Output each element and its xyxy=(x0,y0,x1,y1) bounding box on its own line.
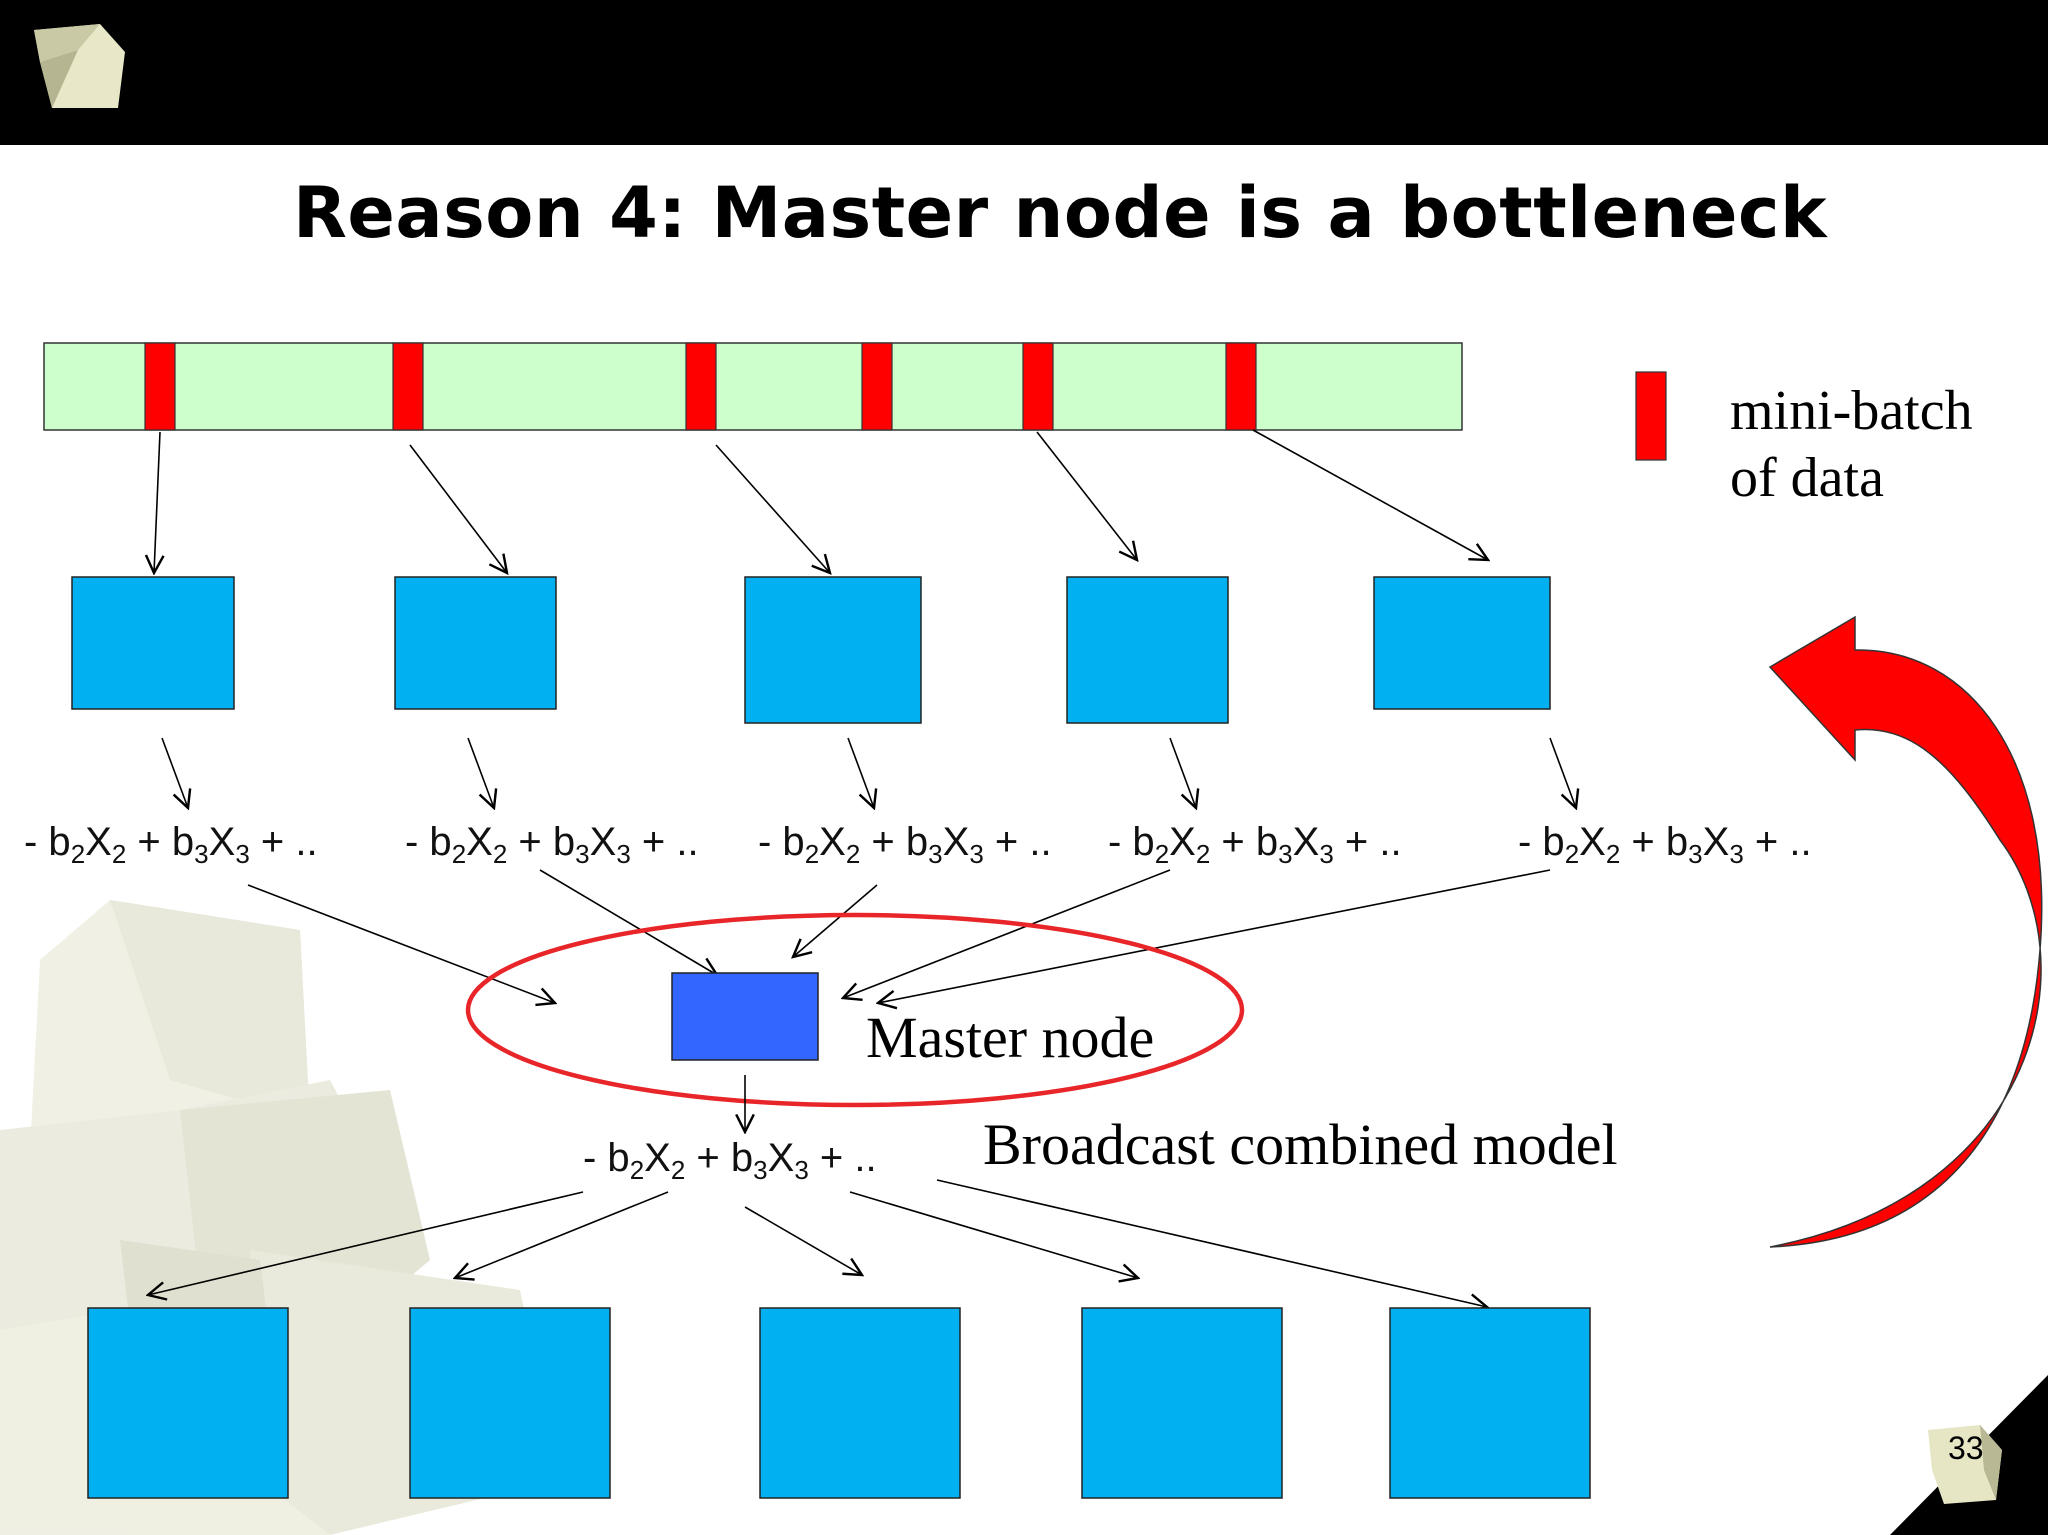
mini-batch-4 xyxy=(861,342,893,431)
cycle-arrow xyxy=(1768,615,2043,1248)
worker-2 xyxy=(394,576,557,710)
legend-label: mini-batch of data xyxy=(1730,378,1973,512)
combined-model-formula: - b2X2 + b3X3 + .. xyxy=(583,1136,877,1185)
worker-b5 xyxy=(1389,1307,1591,1499)
local-model-formula-5: - b2X2 + b3X3 + .. xyxy=(1518,820,1812,869)
worker-row-bottom xyxy=(87,1307,1591,1499)
mini-batch-3 xyxy=(685,342,717,431)
mini-batch-1 xyxy=(144,342,176,431)
mini-batch-6 xyxy=(1225,342,1257,431)
worker-b1 xyxy=(87,1307,289,1499)
worker-b4 xyxy=(1081,1307,1283,1499)
master-highlight-ellipse xyxy=(465,912,1245,1108)
local-model-formula-4: - b2X2 + b3X3 + .. xyxy=(1108,820,1402,869)
slide-number: 33 xyxy=(1948,1430,1984,1466)
worker-1 xyxy=(71,576,235,710)
corner-cube-logo xyxy=(34,24,125,108)
worker-4 xyxy=(1066,576,1229,724)
worker-5 xyxy=(1373,576,1551,710)
broadcast-arrows xyxy=(148,1179,1487,1307)
master-node-label: Master node xyxy=(866,1005,1155,1070)
worker-b2 xyxy=(409,1307,611,1499)
mini-batch-2 xyxy=(392,342,424,431)
model-to-master-arrows xyxy=(247,869,1551,1003)
local-model-formula-1: - b2X2 + b3X3 + .. xyxy=(24,820,318,869)
broadcast-label: Broadcast combined model xyxy=(983,1112,1618,1177)
slide-number-cube xyxy=(1928,1425,2002,1504)
legend-line-1: mini-batch xyxy=(1730,380,1973,442)
legend-line-2: of data xyxy=(1730,447,1884,510)
local-model-formula-3: - b2X2 + b3X3 + .. xyxy=(758,820,1052,869)
top-bar xyxy=(0,0,2048,145)
worker-to-model-arrows xyxy=(161,737,1576,808)
worker-b3 xyxy=(759,1307,961,1499)
distribute-arrows xyxy=(154,429,1488,573)
worker-3 xyxy=(744,576,922,724)
slide-title: Reason 4: Master node is a bottleneck xyxy=(293,172,1827,254)
mini-batches xyxy=(144,342,1257,431)
worker-row-top xyxy=(71,576,1551,724)
master-node xyxy=(671,972,819,1061)
legend-swatch xyxy=(1635,371,1667,461)
mini-batch-5 xyxy=(1022,342,1054,431)
local-model-formula-2: - b2X2 + b3X3 + .. xyxy=(405,820,699,869)
